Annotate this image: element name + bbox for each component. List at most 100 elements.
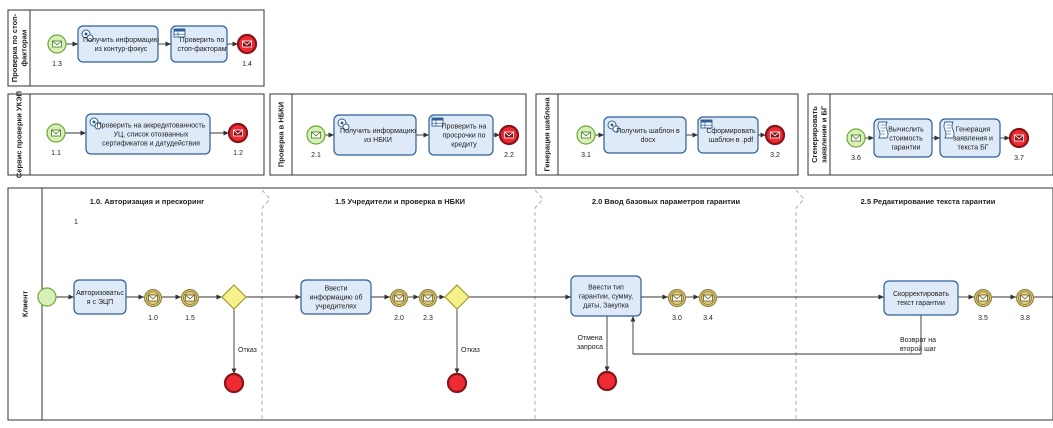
pool-label-line: Генерация шаблона	[543, 97, 552, 172]
task-box[interactable]	[697, 116, 759, 154]
envelope-flap	[233, 129, 243, 135]
task-box[interactable]	[939, 118, 1001, 158]
task-5[interactable]: Получить шаблон в docx	[603, 116, 687, 154]
task-box[interactable]	[85, 113, 211, 155]
event-circle-inner	[146, 291, 160, 305]
pool-label: Клиент	[21, 291, 30, 318]
task-label-line: кредиту	[451, 141, 477, 148]
pool-label-line: заявление и БГ	[819, 105, 828, 163]
table-header	[701, 120, 712, 123]
envelope-flap	[423, 294, 433, 300]
task-box[interactable]	[73, 279, 127, 315]
cancel-label-line: запроса	[577, 344, 603, 351]
event-label: 3.2	[770, 152, 780, 159]
task-box[interactable]	[603, 116, 687, 154]
envelope-body	[770, 131, 780, 139]
event-circle-inner	[421, 291, 435, 305]
task-label-line: Получить шаблон в	[616, 127, 680, 135]
task-label-line: просрочки по	[443, 132, 486, 139]
task-label-line: я с ЭЦП	[87, 299, 113, 306]
task-box[interactable]	[77, 25, 159, 63]
event-label: 1.2	[233, 150, 243, 157]
task-box[interactable]	[883, 280, 959, 316]
gear-hub	[340, 121, 344, 125]
event-label: 2.3	[423, 315, 433, 322]
envelope-flap	[148, 294, 158, 300]
task-label-line: гарантии, сумму,	[579, 293, 633, 300]
envelope-body	[978, 294, 988, 302]
event-label: 3.0	[672, 315, 682, 322]
task-label: Получить шаблон в docx	[616, 127, 680, 144]
task-box[interactable]	[428, 114, 494, 156]
task-label-line: учредителях	[316, 303, 357, 310]
envelope-flap	[51, 129, 61, 135]
end-message-event	[227, 122, 249, 144]
task-label-line: Вычислить	[888, 126, 924, 133]
envelope-body	[242, 40, 252, 48]
task-label-line: docx	[641, 137, 656, 144]
exclusive-gateway	[221, 284, 247, 310]
pool-label: Генерация шаблона	[543, 97, 552, 172]
envelope-flap	[851, 134, 861, 140]
end-message-event	[236, 33, 258, 55]
event-circle-inner	[183, 291, 197, 305]
envelope-body	[581, 131, 591, 139]
task-box[interactable]	[300, 279, 372, 315]
lane-header: 1.5 Учредители и проверка в НБКИ	[335, 197, 465, 206]
task-label-line: Ввести	[325, 285, 348, 292]
envelope-body	[51, 129, 61, 137]
event-label: 3.8	[1020, 315, 1030, 322]
task-label-line: текст гарантии	[897, 300, 945, 307]
event-label: 1.5	[185, 315, 195, 322]
return-label-line: Возврат на	[900, 337, 936, 344]
envelope-body	[703, 294, 713, 302]
task-box[interactable]	[333, 114, 417, 156]
end-message-event	[1008, 127, 1030, 149]
event-circle-inner	[670, 291, 684, 305]
start-message-event	[306, 125, 326, 145]
client-end-event	[446, 372, 468, 394]
end-message-event	[498, 124, 520, 146]
intermediate-message-event	[390, 289, 408, 307]
intermediate-message-event	[181, 289, 199, 307]
intermediate-message-event	[974, 289, 992, 307]
task-label-line: сертификатов и датудействия	[102, 139, 200, 147]
envelope-body	[52, 40, 62, 48]
task-box[interactable]	[570, 275, 642, 317]
envelope-body	[1020, 294, 1030, 302]
pool-label-line: Сервис проверки УКЭП	[15, 91, 24, 178]
event-circle-inner	[392, 291, 406, 305]
pool-5: Клиент	[7, 187, 1053, 421]
task-box[interactable]	[873, 118, 933, 158]
task-label-line: из контур-фокус	[95, 46, 148, 53]
script-sheet	[877, 121, 889, 139]
envelope-flap	[394, 294, 404, 300]
pool-label-line: Проверка в НБКИ	[277, 102, 286, 167]
event-label: 1.3	[52, 61, 62, 68]
gear-hub	[92, 120, 96, 124]
gear-small	[342, 123, 350, 131]
pool-label: Проверка в НБКИ	[277, 102, 286, 167]
envelope-body	[672, 294, 682, 302]
task-label-line: шаблон в .pdf	[709, 136, 753, 144]
lane-header: 2.5 Редактирование текста гарантии	[861, 197, 996, 206]
lane-header: 1.0. Авторизация и прескоринг	[90, 197, 204, 206]
